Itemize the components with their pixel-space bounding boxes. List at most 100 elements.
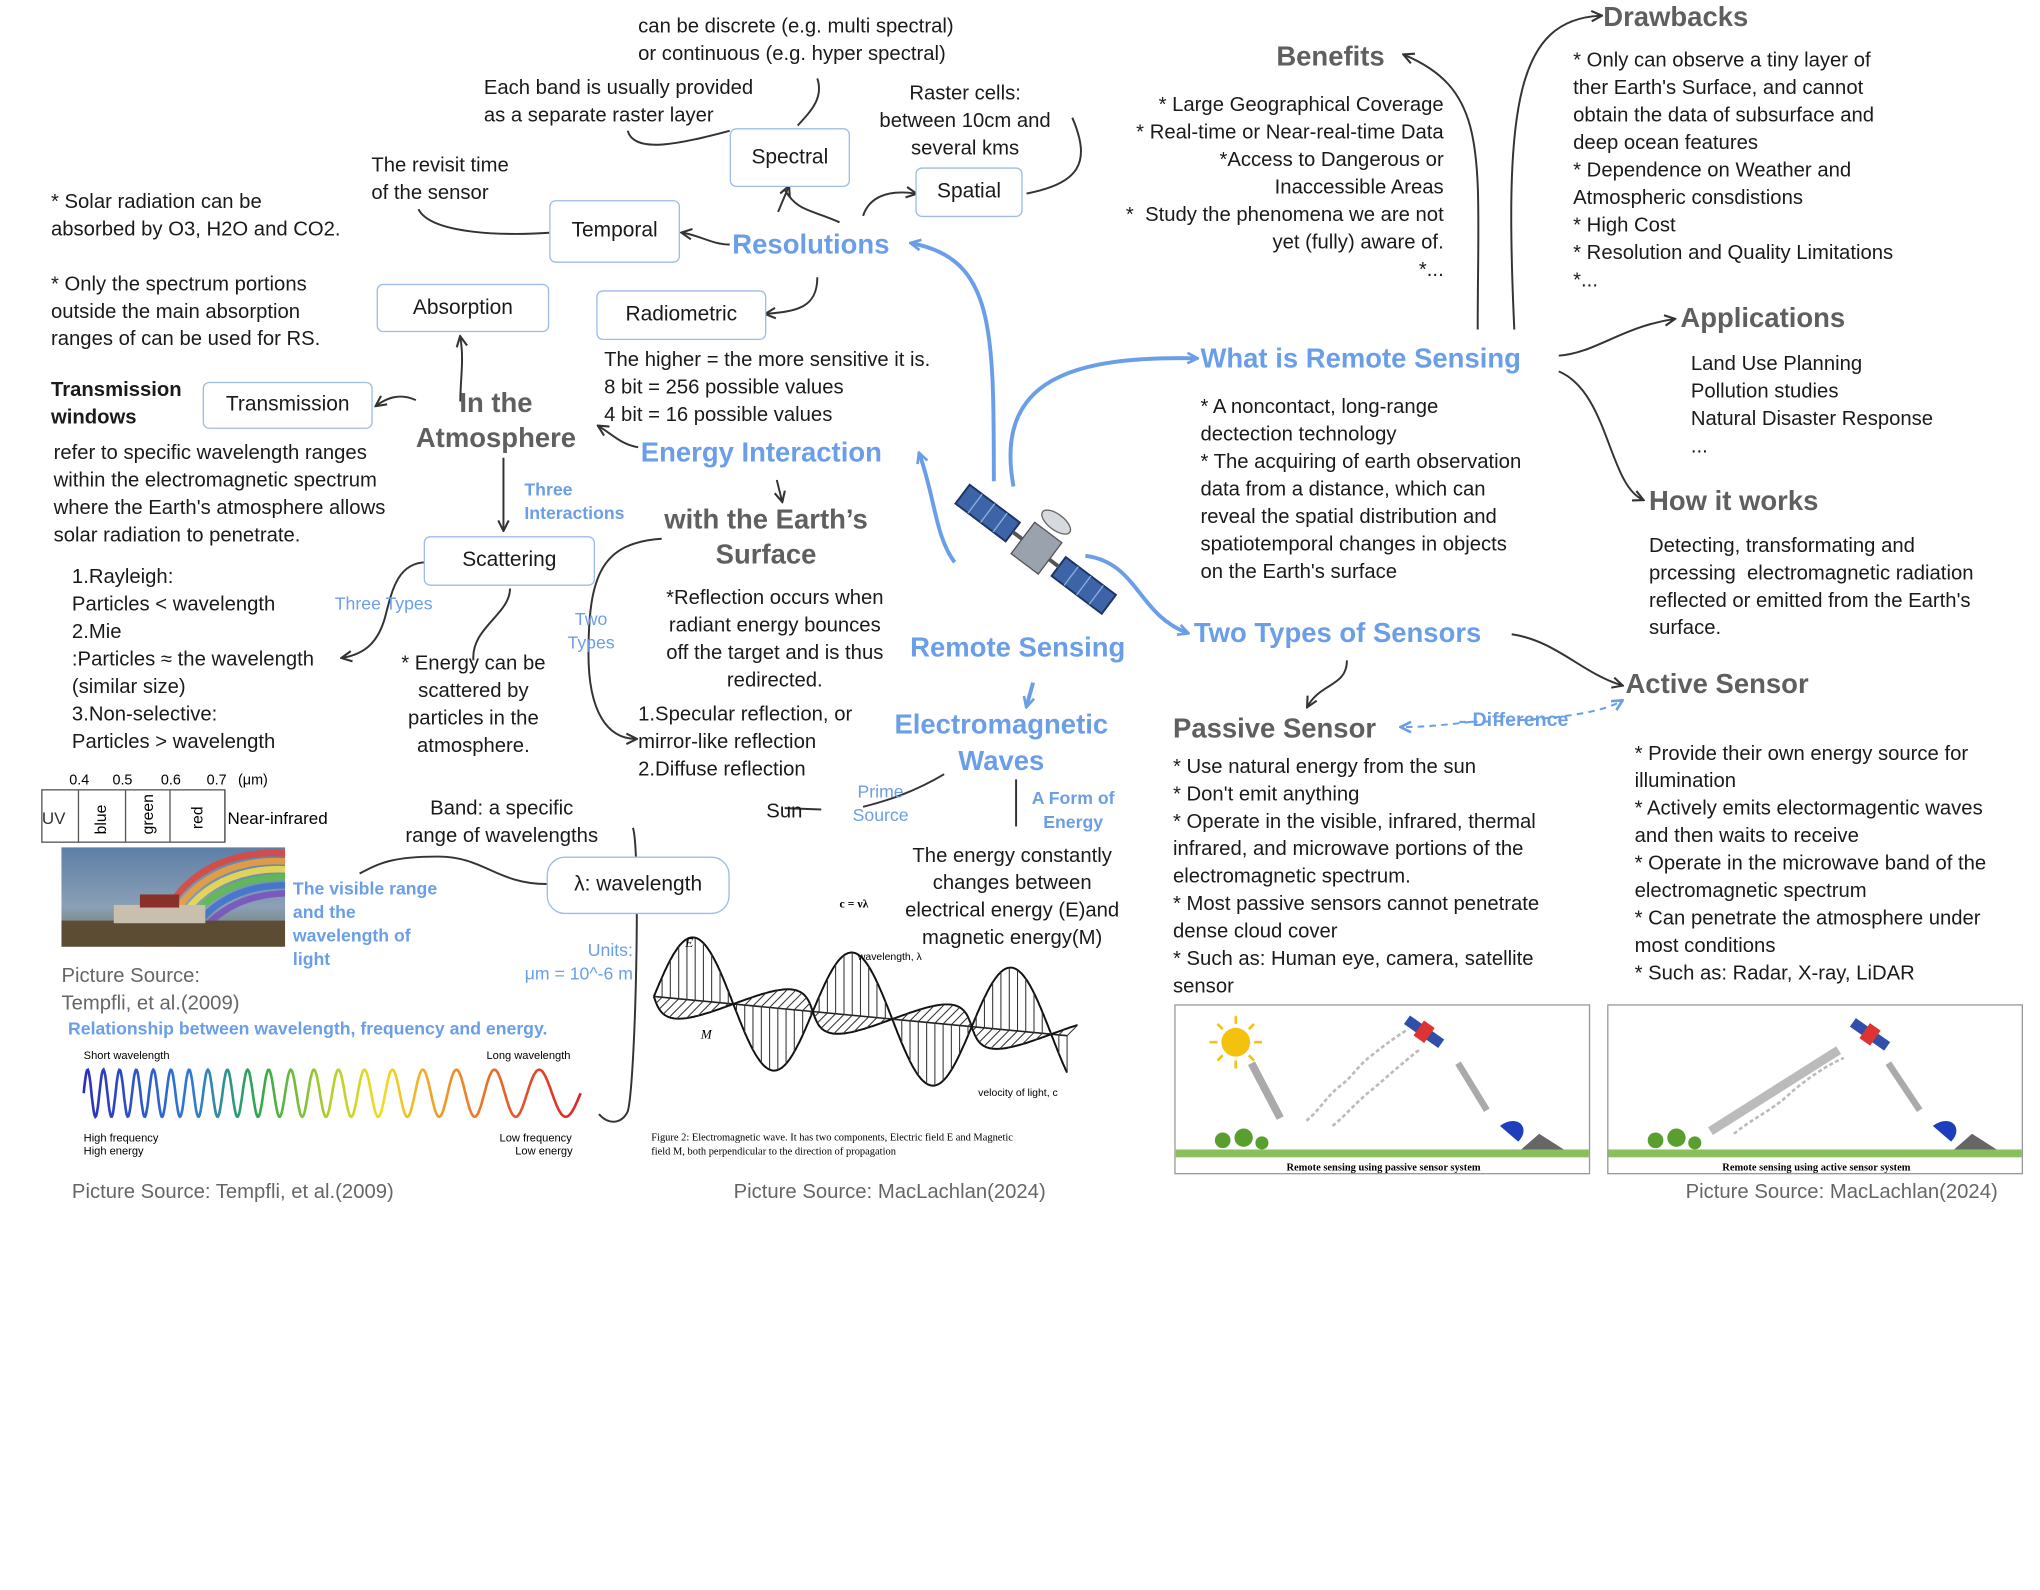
tick-unit: (μm) [238, 773, 268, 789]
satellite-small-icon [1403, 1015, 1445, 1049]
drawbacks-title: Drawbacks [1603, 2, 1749, 33]
connectors [343, 16, 1674, 1123]
wavelength-frequency-figure: Short wavelength Long wavelength High fr… [78, 1044, 591, 1164]
units-note: Units: μm = 10^-6 m [524, 940, 633, 984]
band-green: green [140, 794, 157, 834]
tick-04: 0.4 [69, 773, 89, 789]
source-tempfli: Picture Source: Tempfli, et al.(2009) [71, 1180, 394, 1204]
velocity-label: velocity of light, c [978, 1088, 1058, 1099]
active-sensor-title: Active Sensor [1625, 669, 1809, 700]
satellite-icon [954, 483, 1118, 616]
three-interactions-label: Three Interactions [524, 479, 625, 524]
main-branches [911, 243, 1196, 706]
passive-sensor-desc: * Use natural energy from the sun * Don'… [1173, 755, 1540, 998]
drawbacks-desc: * Only can observe a tiny layer of ther … [1573, 49, 1894, 292]
passive-sensor-title: Passive Sensor [1173, 714, 1377, 745]
radiometric-node: Radiometric [596, 290, 767, 341]
satellite-active-icon [1849, 1018, 1891, 1051]
surface-node: with the Earth’s Surface [664, 504, 868, 571]
low-line-1: Low frequency [500, 1133, 573, 1145]
form-of-energy-label: A Form of Energy [1031, 788, 1115, 832]
tick-06: 0.6 [161, 773, 181, 789]
absorption-node: Absorption [376, 283, 550, 333]
what-is-rs-desc: * A noncontact, long-range dectection te… [1200, 396, 1522, 584]
magnetic-field-wave [652, 988, 1078, 1050]
short-wavelength-label: Short wavelength [84, 1050, 170, 1062]
source-maclachlan-mid: Picture Source: MacLachlan(2024) [733, 1180, 1046, 1204]
reflection-types: 1.Specular reflection, or mirror-like re… [638, 703, 853, 781]
tick-07: 0.7 [207, 773, 227, 789]
em-waves-title: Electromagnetic Waves [894, 710, 1109, 777]
chirp-wave [82, 1067, 582, 1119]
spatial-note: Raster cells: between 10cm and several k… [879, 82, 1051, 160]
high-line-2: High energy [84, 1146, 144, 1158]
prime-source-label: Prime Source [852, 782, 909, 826]
radiometric-note: The higher = the more sensitive it is. 8… [604, 349, 931, 427]
energy-interaction-title: Energy Interaction [640, 438, 882, 469]
passive-figure-caption: Remote sensing using passive sensor syst… [1287, 1162, 1481, 1173]
visible-spectrum-strip: 0.4 0.5 0.6 0.7 (μm) UV blue green red N… [31, 769, 353, 847]
three-types-label: Three Types [334, 593, 433, 614]
transmission-node: Transmission [202, 381, 373, 429]
source-maclachlan-right: Picture Source: MacLachlan(2024) [1685, 1180, 1998, 1204]
low-line-2: Low energy [515, 1146, 573, 1158]
atmosphere-node: In the Atmosphere [415, 388, 577, 454]
sun-icon [1209, 1016, 1262, 1069]
difference-arrow-left [1402, 722, 1472, 727]
band-blue: blue [93, 804, 110, 834]
transmission-windows-label: Transmission windows [51, 379, 182, 429]
ground-station-active-icon [1932, 1121, 1957, 1142]
scattering-node: Scattering [423, 536, 596, 586]
spectral-node: Spectral [729, 128, 851, 188]
m-label: M [700, 1026, 713, 1041]
sun-node: Sun [766, 800, 803, 823]
scattering-types: 1.Rayleigh: Particles < wavelength 2.Mie… [71, 566, 315, 754]
what-is-rs-title: What is Remote Sensing [1200, 343, 1521, 375]
em-wave-figure: c = νλ E M wavelength, λ velocity of lig… [646, 892, 1078, 1167]
visible-range-note: The visible range and the wavelength of … [292, 878, 438, 970]
difference-arrow-right [1459, 701, 1621, 723]
temporal-note: The revisit time of the sensor [371, 154, 509, 205]
reflection-note: *Reflection occurs when radiant energy b… [666, 587, 884, 692]
active-sensor-figure: Remote sensing using active sensor syste… [1607, 1004, 2024, 1175]
figure-caption-line-1: Figure 2: Electromagnetic wave. It has t… [651, 1132, 1013, 1143]
wavelength-label: wavelength, λ [857, 952, 923, 963]
uv-label: UV [42, 809, 66, 828]
applications-title: Applications [1680, 303, 1846, 334]
scattering-note: * Energy can be scattered by particles i… [401, 652, 546, 758]
formula-label: c = νλ [840, 898, 869, 911]
resolutions-title: Resolutions [732, 230, 890, 261]
temporal-node: Temporal [549, 200, 681, 263]
passive-sensor-figure: Remote sensing using passive sensor syst… [1174, 1004, 1591, 1175]
electric-field-wave [652, 936, 1068, 1087]
high-line-1: High frequency [84, 1133, 159, 1145]
relationship-title: Relationship between wavelength, frequen… [68, 1018, 548, 1039]
band-red: red [190, 806, 207, 829]
central-topic: Remote Sensing [910, 632, 1126, 664]
benefits-title: Benefits [1276, 41, 1385, 72]
applications-desc: Land Use Planning Pollution studies Natu… [1690, 353, 1934, 458]
em-energy-note: The energy constantly changes between el… [905, 844, 1120, 950]
spectral-note-1: can be discrete (e.g. multi spectral) or… [638, 15, 954, 66]
connector-layer [0, 0, 2040, 1123]
tick-05: 0.5 [112, 773, 132, 789]
rainbow-photo [61, 847, 286, 947]
how-it-works-title: How it works [1649, 486, 1819, 517]
transmission-note: refer to specific wavelength ranges with… [53, 442, 386, 547]
ground-station-icon [1499, 1121, 1524, 1142]
difference-label: Difference [1472, 708, 1569, 732]
spectral-note-2: Each band is usually provided as a separ… [483, 77, 754, 127]
long-wavelength-label: Long wavelength [486, 1050, 570, 1062]
source-tempfli-multi: Picture Source: Tempfli, et al.(2009) [61, 965, 240, 1015]
two-types-label: Two Types [567, 609, 615, 653]
wavelength-node: λ: wavelength [546, 856, 730, 915]
absorption-note: * Solar radiation can be absorbed by O3,… [51, 190, 341, 351]
spatial-node: Spatial [915, 167, 1023, 218]
band-note: Band: a specific range of wavelengths [405, 797, 599, 848]
figure-caption-line-2: field M, both perpendicular to the direc… [651, 1147, 896, 1158]
near-infrared-label: Near-infrared [228, 809, 328, 828]
how-it-works-desc: Detecting, transformating and prcessing … [1649, 534, 1974, 640]
sensor-types-title: Two Types of Sensors [1193, 618, 1482, 649]
